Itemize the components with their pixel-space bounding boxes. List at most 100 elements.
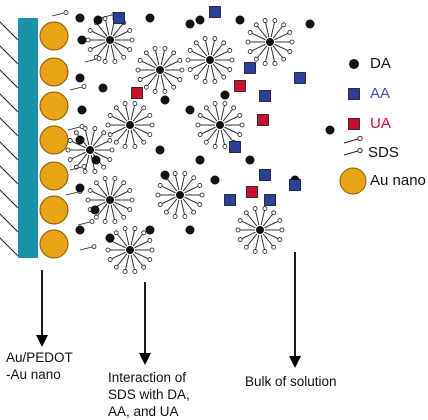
sds-tail [71,140,86,149]
sds-tail [132,128,143,141]
sds-head [212,101,218,106]
sds-head [172,171,178,176]
sds-tail [251,43,266,52]
sds-tail [105,204,110,220]
sds-tail [112,43,123,56]
sds-tail [184,196,199,205]
sds-molecule [69,164,87,171]
sds-head [212,79,218,84]
sds-head [137,77,143,82]
sds-tail [220,105,225,121]
sds-tail [67,126,81,131]
sds-head [197,113,203,118]
gold-nanoparticle [39,21,69,51]
da-molecule [75,135,85,145]
sds-tail [241,231,256,240]
sds-tail [134,115,149,124]
sds-head [171,50,177,56]
sds-tail [270,22,275,38]
down-arrow [139,282,151,365]
sds-tail [212,44,223,57]
sds-head [202,36,208,41]
sds-head [172,214,178,219]
sds-tail [270,46,275,62]
caption-bulk: Bulk of solution [245,374,337,389]
sds-head [121,54,127,60]
sds-head [272,61,278,66]
sds-head [245,39,251,45]
hatch-line [0,93,19,113]
sds-head [252,206,258,211]
sds-head [92,126,98,131]
sds-head [132,269,138,274]
sds-head [357,135,363,142]
sds-head [101,130,107,136]
sds-head [231,105,237,111]
sds-head [287,49,293,54]
sds-tail [134,126,149,135]
sds-head [141,230,147,236]
sds-tail [175,199,180,215]
gold-nanoparticle [39,125,69,155]
sds-head [179,67,185,73]
sds-tail [220,129,225,145]
sds-tail [141,71,156,80]
hatch-line [0,45,19,65]
sds-tail [105,20,110,36]
da-molecule [325,125,335,135]
sds-head [277,237,283,242]
da-molecule [210,175,220,185]
sds-head [81,84,87,89]
sds-tail [132,253,143,266]
aa-molecule [259,90,271,102]
sds-head [152,46,158,51]
sds-micelle [155,171,205,219]
sds-tail [180,175,185,191]
sds-tail [132,109,143,122]
sds-tail [97,203,108,216]
sds-tail [77,153,88,166]
sds-head [182,171,188,176]
sds-tail [94,151,109,160]
sds-head [143,50,149,56]
hatch-line [0,213,19,233]
da-molecule [160,170,170,180]
sds-tail [91,30,106,39]
sds-tail [262,233,273,246]
sds-tail [207,109,218,122]
sds-tail [224,115,239,124]
sds-tail [51,12,65,17]
sds-tail [125,254,130,270]
legend-aa-label: AA [370,85,391,102]
legend-sds-label: SDS [368,144,399,161]
sds-tail [222,128,233,141]
sds-head [191,175,197,181]
sds-tail [125,230,130,246]
sds-head [132,226,138,231]
sds-head [187,67,193,72]
legend-aa-symbol [348,88,360,100]
sds-head [262,18,268,23]
ua-molecules [131,80,269,198]
sds-tail [191,61,206,70]
sds-head [163,209,169,215]
sds-head [121,180,127,186]
sds-tail [99,14,113,19]
sds-head [289,39,295,45]
sds-tail [125,105,130,121]
sds-head [85,37,91,43]
sds-head [191,209,197,215]
sds-tail [110,204,115,220]
legend-da-symbol [349,59,359,69]
micelle-core [216,121,224,129]
da-molecule [75,73,85,83]
sds-tail [111,240,126,249]
legend-symbols [339,59,367,195]
aa-molecule [264,194,276,206]
sds-head [237,132,243,137]
sds-tail [97,184,108,197]
sds-tail [182,179,193,192]
sds-tail [79,246,93,251]
sds-tail [265,46,270,62]
sds-head [195,122,201,128]
